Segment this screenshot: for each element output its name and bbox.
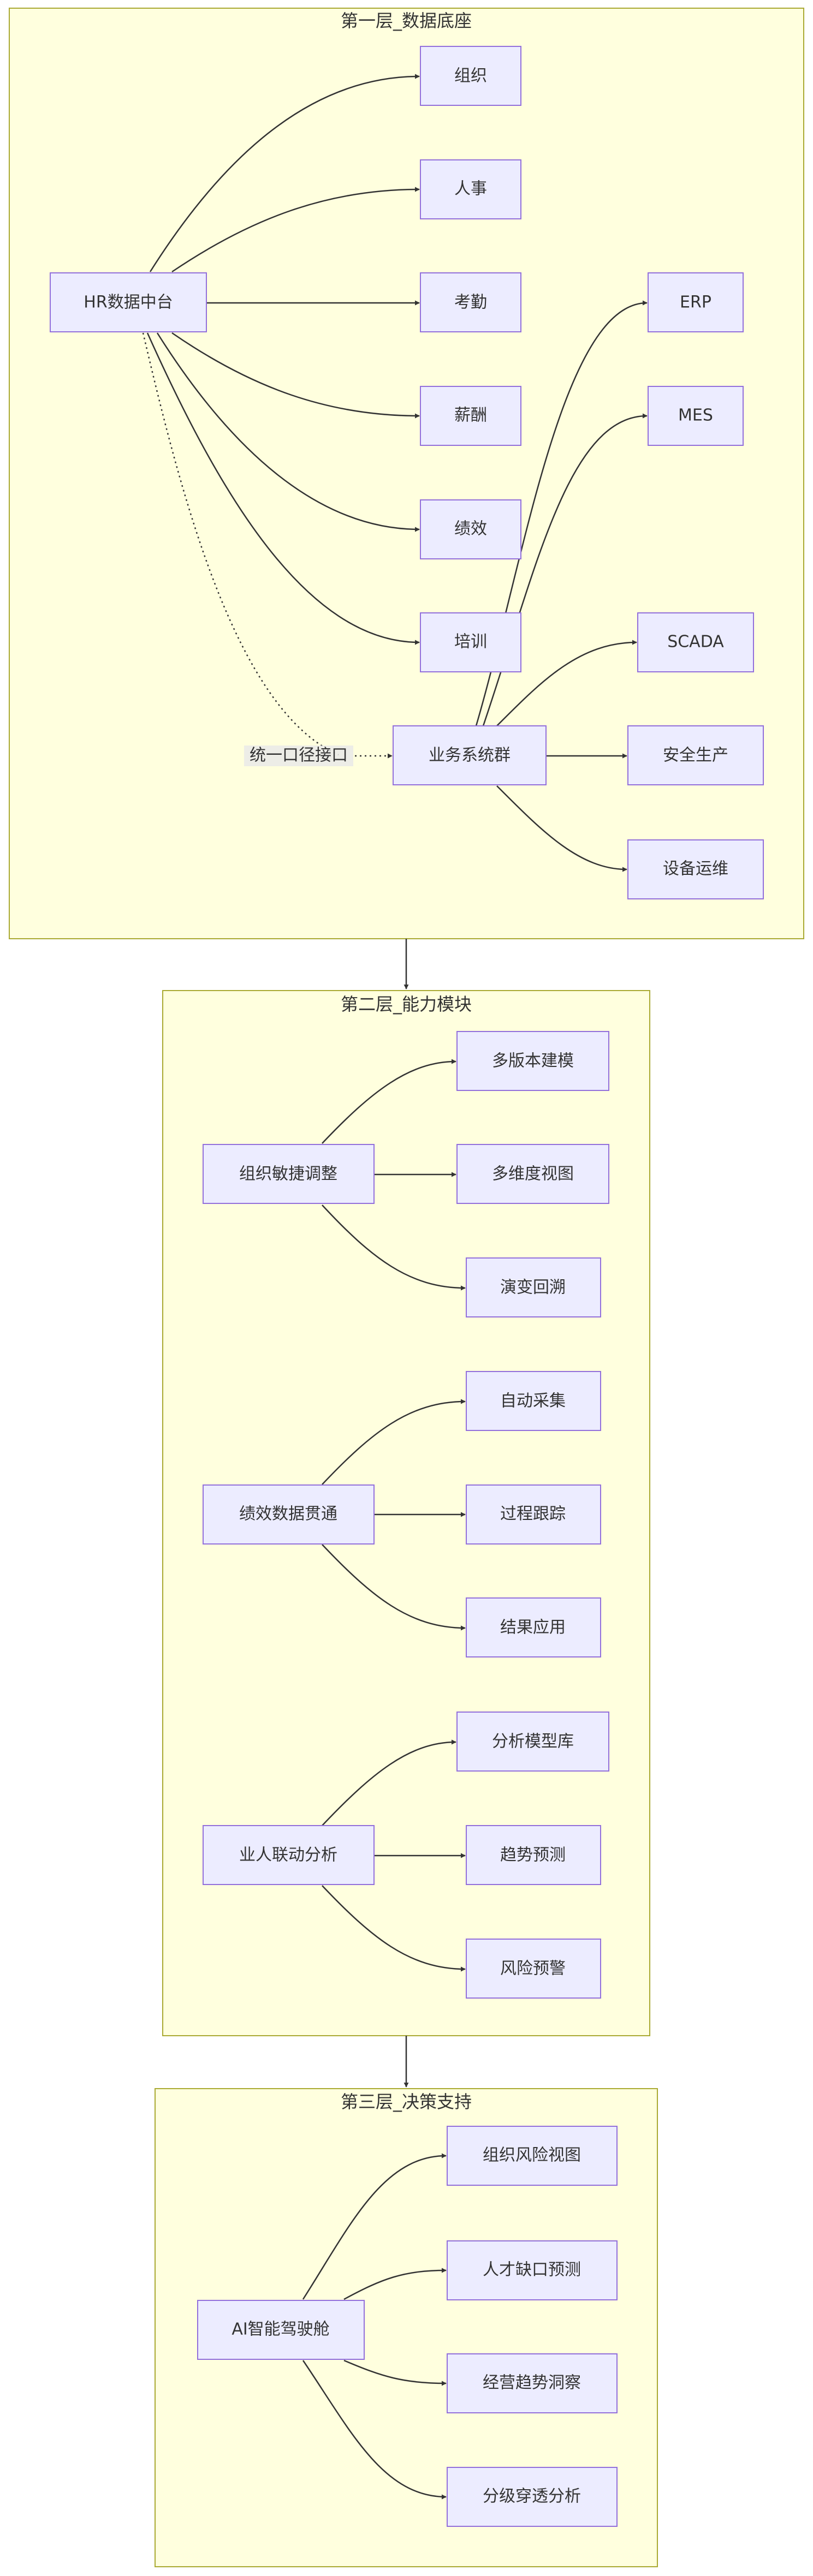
node-multi-dimension-view[interactable]: 多维度视图 [456,1144,609,1204]
node-label: 分析模型库 [492,1732,574,1751]
node-attendance[interactable]: 考勤 [420,272,521,332]
node-label: ERP [680,293,711,312]
node-org[interactable]: 组织 [420,46,521,106]
node-label: SCADA [667,633,724,652]
node-label: 分级穿透分析 [483,2487,581,2506]
node-label: 绩效数据贯通 [239,1505,337,1524]
node-label: 多版本建模 [492,1052,574,1071]
node-mes[interactable]: MES [648,386,744,446]
edge-biz-people-1 [322,1739,456,1826]
node-analysis-model-library[interactable]: 分析模型库 [456,1712,609,1772]
layer1-cluster: 第一层_数据底座 [9,8,804,939]
node-label: 自动采集 [500,1392,566,1411]
node-hr-data-platform[interactable]: HR数据中台 [50,272,207,332]
edge-hr-performance [156,332,420,532]
node-business-trend-insight[interactable]: 经营趋势洞察 [447,2353,618,2413]
node-label: 培训 [454,633,487,652]
edge-hr-personnel [171,187,420,273]
node-equipment-maintenance[interactable]: 设备运维 [627,839,764,899]
edge-ai-3 [343,2359,447,2386]
node-evolution-trace[interactable]: 演变回溯 [466,1257,601,1317]
node-ai-cockpit[interactable]: AI智能驾驶舱 [197,2300,365,2360]
node-label: 业务系统群 [429,746,511,765]
node-label: 经营趋势洞察 [483,2374,581,2393]
node-org-agile[interactable]: 组织敏捷调整 [203,1144,375,1204]
node-label: 业人联动分析 [239,1846,337,1865]
node-label: 组织敏捷调整 [239,1165,337,1184]
node-label: 薪酬 [454,406,487,425]
node-result-application[interactable]: 结果应用 [466,1597,601,1657]
node-label: 设备运维 [663,860,728,879]
layer3-title: 第三层_决策支持 [341,2091,472,2112]
node-label: AI智能驾驶舱 [232,2320,329,2339]
node-label: 人事 [454,180,487,199]
node-label: 趋势预测 [500,1846,566,1865]
node-business-systems[interactable]: 业务系统群 [393,725,547,785]
edge-perf-data-3 [322,1544,466,1631]
edge-ai-1 [302,2153,447,2300]
node-label: 过程跟踪 [500,1505,566,1524]
node-label: 多维度视图 [492,1165,574,1184]
node-erp[interactable]: ERP [648,272,744,332]
node-biz-people-analysis[interactable]: 业人联动分析 [203,1825,375,1885]
node-label: 人才缺口预测 [483,2261,581,2280]
node-risk-warning[interactable]: 风险预警 [466,1939,601,1999]
node-personnel[interactable]: 人事 [420,159,521,219]
node-training[interactable]: 培训 [420,612,521,672]
node-scada[interactable]: SCADA [637,612,754,672]
node-org-risk-view[interactable]: 组织风险视图 [447,2126,618,2186]
edge-org-agile-1 [322,1059,456,1144]
node-label: HR数据中台 [84,293,173,312]
node-label: 结果应用 [500,1618,566,1637]
node-label: MES [678,406,713,425]
edge-perf-data-1 [322,1399,466,1485]
edge-biz-scada [496,640,637,726]
edge-ai-2 [343,2268,447,2300]
node-label: 安全生产 [663,746,728,765]
layer1-title: 第一层_数据底座 [341,10,472,31]
edge-hr-org [149,74,420,272]
node-process-tracking[interactable]: 过程跟踪 [466,1484,601,1545]
node-talent-gap-forecast[interactable]: 人才缺口预测 [447,2240,618,2300]
node-multi-version-modeling[interactable]: 多版本建模 [456,1031,609,1091]
node-salary[interactable]: 薪酬 [420,386,521,446]
interface-edge-label: 统一口径接口 [250,746,348,765]
edge-biz-maintenance [496,785,627,872]
node-performance[interactable]: 绩效 [420,499,521,559]
node-label: 演变回溯 [500,1278,566,1297]
node-perf-data-link[interactable]: 绩效数据贯通 [203,1484,375,1545]
edge-hr-interface-dotted [142,332,339,756]
node-auto-collect[interactable]: 自动采集 [466,1371,601,1431]
edge-biz-people-3 [322,1885,466,1972]
node-label: 风险预警 [500,1959,566,1978]
layer3-edges [302,2153,447,2500]
layer2-edges [322,1059,466,1972]
node-drilldown-analysis[interactable]: 分级穿透分析 [447,2467,618,2527]
edge-ai-4 [302,2360,447,2500]
edge-hr-training [146,332,420,645]
node-label: 考勤 [454,293,487,312]
node-label: 绩效 [454,520,487,539]
node-label: 组织 [454,67,487,86]
edge-hr-salary [171,332,420,419]
node-label: 组织风险视图 [483,2146,581,2165]
edge-org-agile-3 [322,1204,466,1291]
node-trend-forecast[interactable]: 趋势预测 [466,1825,601,1885]
node-safety-production[interactable]: 安全生产 [627,725,764,785]
layer2-title: 第二层_能力模块 [341,994,472,1015]
